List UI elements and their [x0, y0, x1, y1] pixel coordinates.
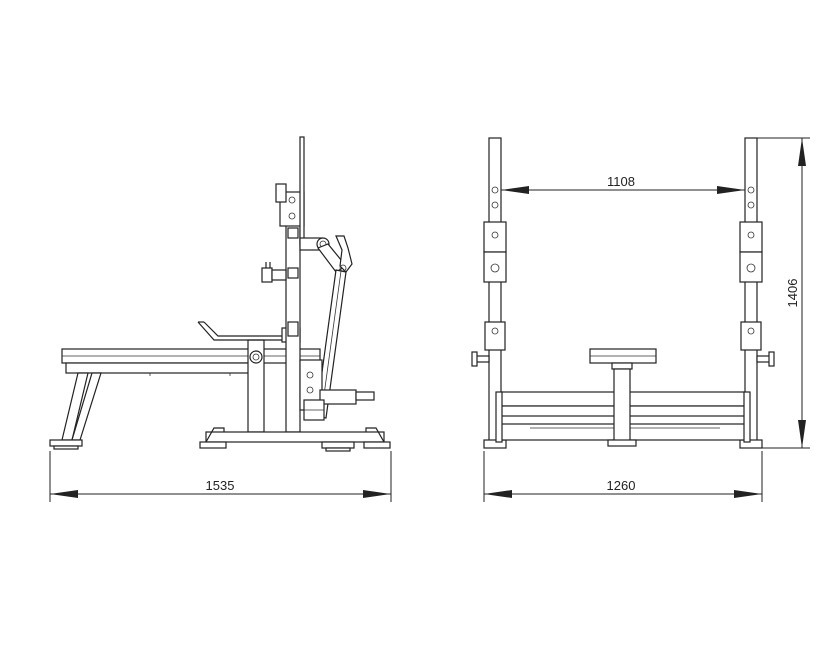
- front-right-upright: [739, 137, 763, 449]
- dimension-front-inner-width: [501, 186, 745, 194]
- side-arm: [299, 235, 353, 273]
- footplate: [197, 321, 301, 343]
- dimension-side-length-label: 1535: [206, 478, 235, 493]
- safety-bracket: [261, 262, 287, 283]
- dimension-front-outer-width-label: 1260: [607, 478, 636, 493]
- weight-pegs: [471, 351, 775, 367]
- front-view: [471, 137, 775, 449]
- side-base: [199, 427, 391, 452]
- bench-left-leg: [49, 372, 102, 450]
- dimension-side-length: [49, 451, 392, 502]
- front-bench: [589, 348, 657, 447]
- dimension-front-height-label: 1406: [785, 279, 800, 308]
- dimension-front-height: [757, 137, 810, 449]
- bench-pad: [61, 348, 321, 376]
- dimension-front-outer-width: [483, 451, 763, 502]
- front-left-upright: [483, 137, 507, 449]
- side-view: [49, 136, 391, 452]
- bench-center-support: [247, 339, 265, 433]
- plate-storage: [299, 359, 375, 421]
- dimension-front-inner-width-label: 1108: [607, 174, 635, 189]
